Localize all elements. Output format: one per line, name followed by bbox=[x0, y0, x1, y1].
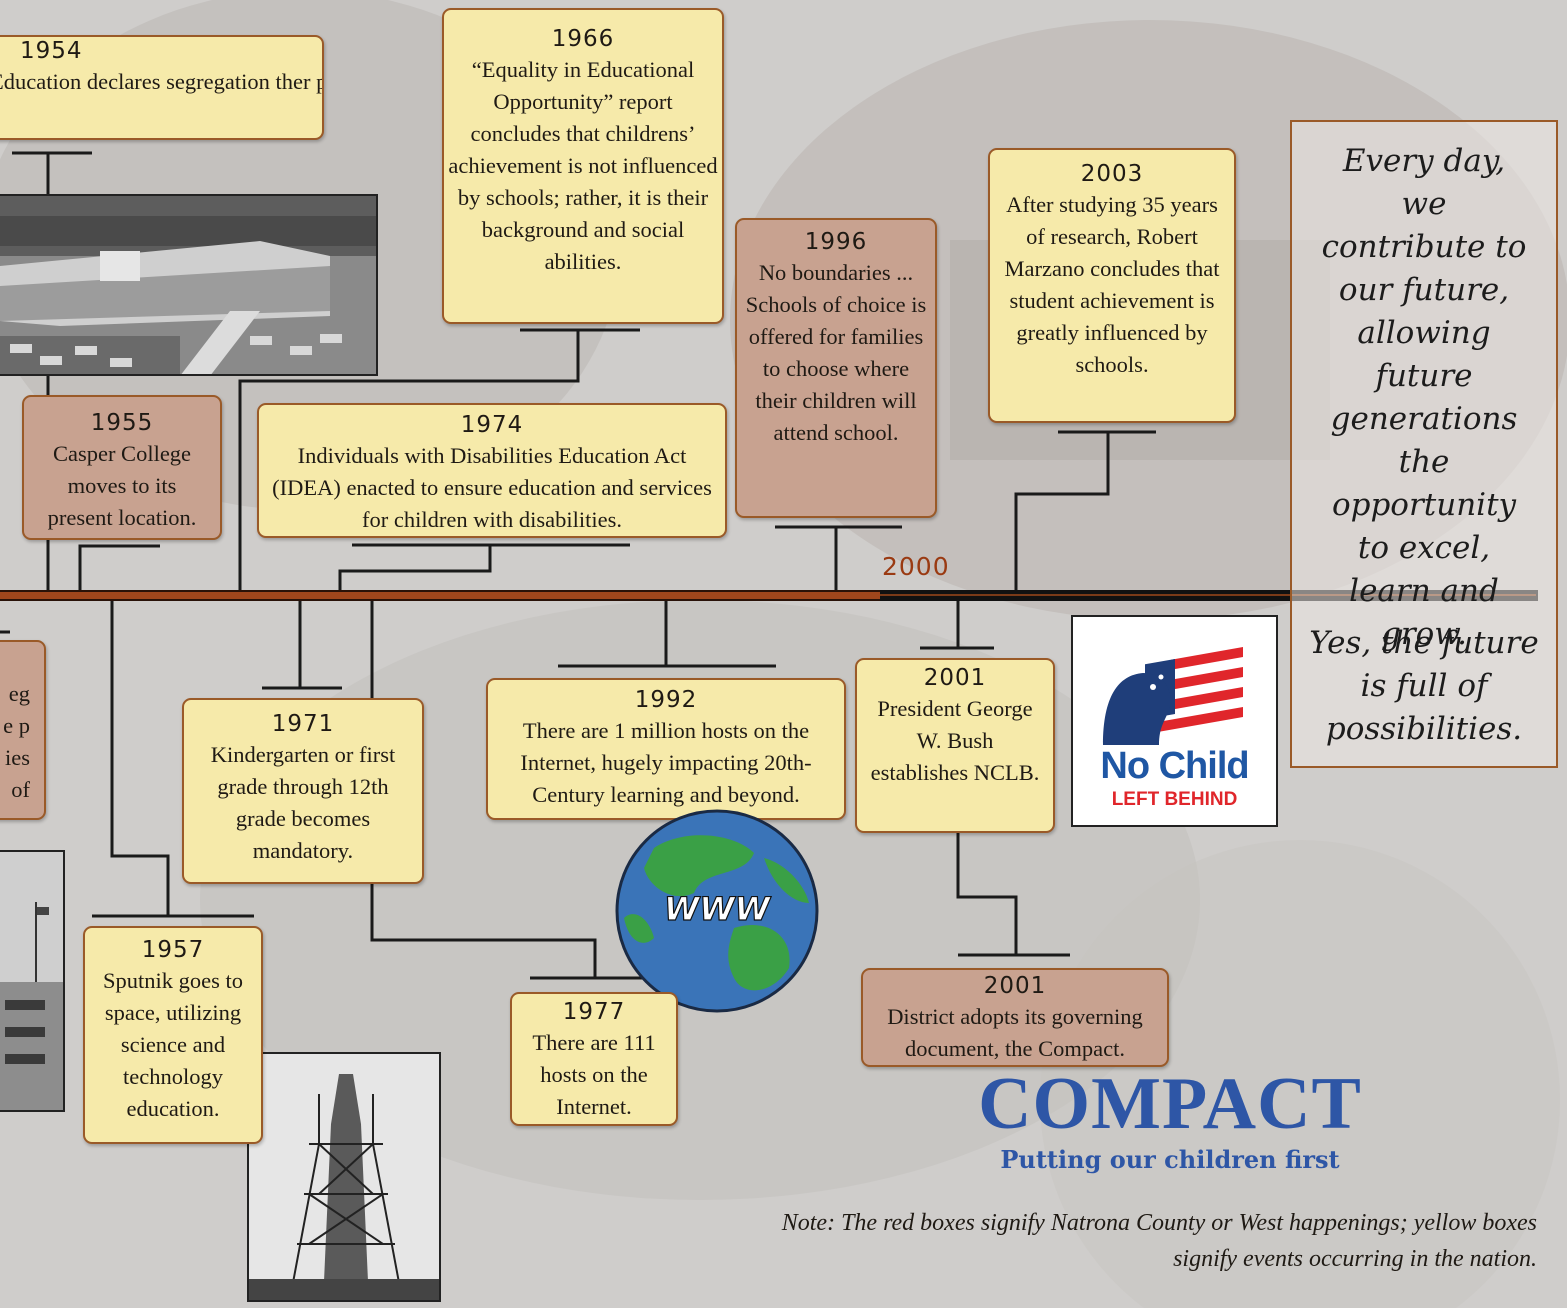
event-1966-box: 1966 “Equality in Educational Opportunit… bbox=[442, 8, 724, 324]
www-globe-icon: WWW bbox=[615, 809, 819, 1013]
school-building-photo bbox=[0, 194, 378, 376]
event-text: Individuals with Disabilities Education … bbox=[272, 443, 712, 532]
quote-possibilities: Yes, the future is full of possibilities… bbox=[1309, 625, 1539, 747]
event-text: Sputnik goes to space, utilizing science… bbox=[102, 968, 243, 1121]
compact-brand: COMPACT Putting our children first bbox=[950, 1062, 1390, 1174]
event-text: District adopts its governing document, … bbox=[887, 1004, 1143, 1061]
event-year: 1966 bbox=[551, 26, 615, 52]
event-2001-compact-box: 2001 District adopts its governing docum… bbox=[861, 968, 1169, 1067]
event-cutoff-box: ege pies of bbox=[0, 640, 46, 820]
event-text: President George W. Bush establishes NCL… bbox=[870, 696, 1040, 785]
event-text: There are 1 million hosts on the Interne… bbox=[520, 718, 812, 807]
event-text: “Equality in Educational Opportunity” re… bbox=[448, 57, 718, 274]
event-text: Education declares segregation ther publ… bbox=[0, 69, 322, 94]
event-text: No boundaries ... Schools of choice is o… bbox=[745, 260, 927, 445]
event-year: 1974 bbox=[460, 412, 524, 438]
event-1996-box: 1996 No boundaries ... Schools of choice… bbox=[735, 218, 937, 518]
flag-child-icon bbox=[1103, 647, 1243, 745]
event-1957-box: 1957 Sputnik goes to space, utilizing sc… bbox=[83, 926, 263, 1144]
event-text: ege pies of bbox=[3, 681, 30, 802]
nclb-title: No Child bbox=[1100, 745, 1249, 787]
nclb-subtitle: LEFT BEHIND bbox=[1111, 789, 1238, 810]
event-1974-box: 1974 Individuals with Disabilities Educa… bbox=[257, 403, 727, 538]
event-2001-nclb-box: 2001 President George W. Bush establishe… bbox=[855, 658, 1055, 833]
event-year: 2003 bbox=[1080, 161, 1144, 187]
event-text: Casper College moves to its present loca… bbox=[47, 441, 197, 530]
quote-main: Every day, we contribute to our future, … bbox=[1321, 143, 1527, 652]
event-year: 1996 bbox=[804, 229, 868, 255]
sputnik-rocket-photo bbox=[247, 1052, 441, 1302]
legend-note: Note: The red boxes signify Natrona Coun… bbox=[781, 1210, 1537, 1272]
compact-title: COMPACT bbox=[978, 1063, 1362, 1145]
event-text: After studying 35 years of research, Rob… bbox=[1004, 192, 1220, 377]
nclb-logo: No Child LEFT BEHIND bbox=[1071, 615, 1278, 827]
compact-tagline: Putting our children first bbox=[1000, 1145, 1340, 1174]
event-1971-box: 1971 Kindergarten or first grade through… bbox=[182, 698, 424, 884]
event-2003-box: 2003 After studying 35 years of research… bbox=[988, 148, 1236, 423]
www-label: WWW bbox=[664, 890, 772, 928]
quote-panel: Every day, we contribute to our future, … bbox=[1290, 120, 1558, 768]
event-year: 1954 bbox=[20, 38, 83, 64]
event-year: 1971 bbox=[271, 711, 335, 737]
event-text: There are 111 hosts on the Internet. bbox=[532, 1030, 656, 1119]
event-1954-box: 1954 Education declares segregation ther… bbox=[0, 35, 324, 140]
event-1955-box: 1955 Casper College moves to its present… bbox=[22, 395, 222, 540]
school-brick-photo bbox=[0, 850, 65, 1112]
event-year: 2001 bbox=[923, 665, 987, 691]
year-2000-marker: 2000 bbox=[882, 552, 950, 581]
event-1977-box: 1977 There are 111 hosts on the Internet… bbox=[510, 992, 678, 1126]
event-text: Kindergarten or first grade through 12th… bbox=[210, 742, 396, 863]
event-year: 1992 bbox=[634, 687, 698, 713]
event-year: 1977 bbox=[562, 999, 626, 1025]
event-year: 1957 bbox=[141, 937, 205, 963]
event-year: 1955 bbox=[90, 410, 154, 436]
event-1992-box: 1992 There are 1 million hosts on the In… bbox=[486, 678, 846, 820]
event-year: 2001 bbox=[983, 973, 1047, 999]
